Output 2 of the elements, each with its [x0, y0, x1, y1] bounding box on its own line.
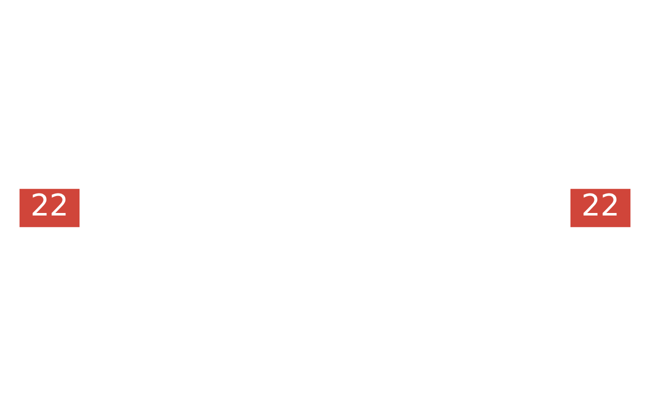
node-box: 22: [20, 188, 80, 227]
node-box: 22: [570, 188, 630, 227]
